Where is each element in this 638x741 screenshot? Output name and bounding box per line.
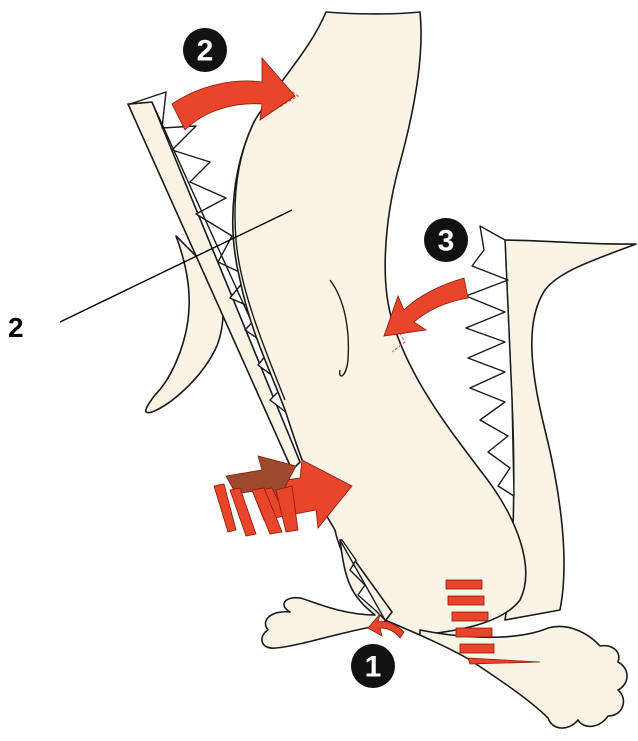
spine-tabs-right <box>466 226 514 496</box>
step-badge-2: 2 <box>183 28 227 72</box>
step-number-2: 2 <box>197 35 214 68</box>
striped-tabs-left <box>214 484 298 536</box>
step-badge-3: 3 <box>424 218 468 262</box>
right-foot <box>420 626 627 728</box>
arrow-step-3 <box>384 278 468 336</box>
step-badge-1: 1 <box>351 644 395 688</box>
part-label: 2 <box>8 312 24 344</box>
step-number-3: 3 <box>438 225 455 258</box>
step-number-1: 1 <box>365 651 382 684</box>
